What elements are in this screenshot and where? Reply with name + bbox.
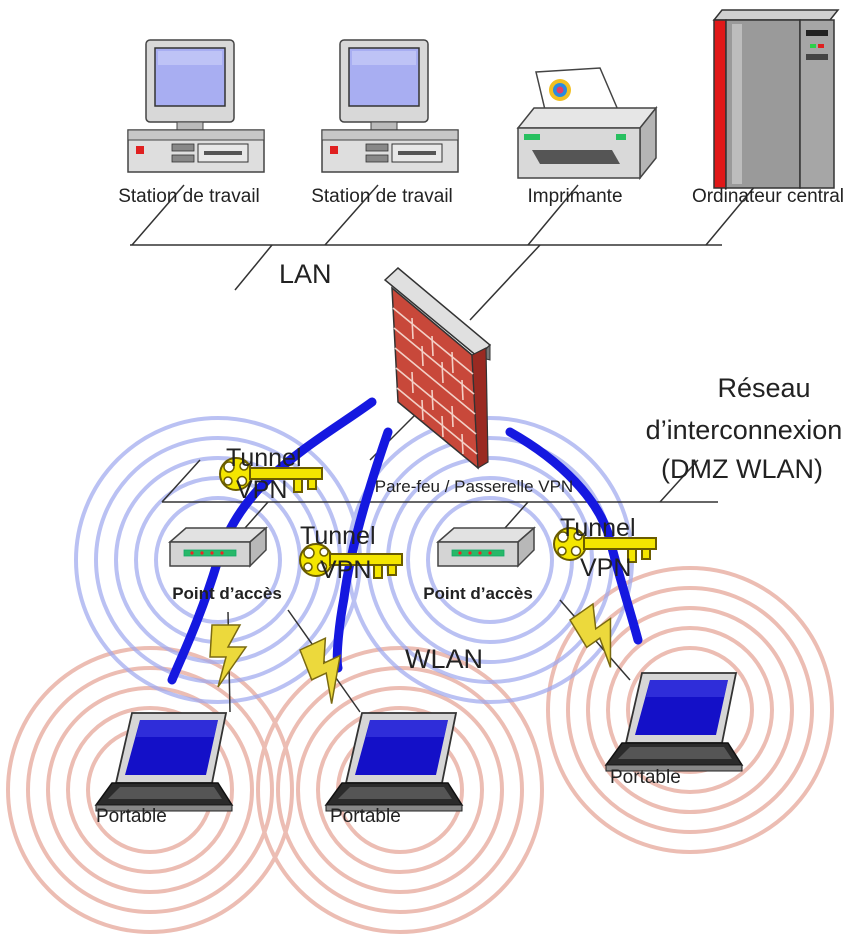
wlan-label: WLAN [405, 644, 483, 674]
access-point-label: Point d’accès [172, 584, 282, 603]
tunnel-label-2-line-2: VPN [320, 556, 371, 584]
workstation-label: Station de travail [118, 186, 260, 207]
access-point-icon [169, 527, 267, 567]
tunnel-label-1-line-1: Tunnel [226, 444, 302, 472]
lightning-icon [209, 624, 247, 688]
firewall [383, 267, 492, 470]
mainframe-label: Ordinateur central [692, 186, 844, 207]
laptop-label: Portable [96, 806, 167, 827]
workstation-icon [321, 39, 459, 173]
access-point-1 [169, 527, 267, 567]
tunnel-label-3-line-1: Tunnel [560, 514, 636, 542]
lan-label: LAN [279, 259, 332, 289]
firewall-icon [383, 267, 492, 470]
dmz-title-line-2: d’interconnexion [646, 415, 843, 445]
tunnel-label-1-line-2: VPN [236, 476, 287, 504]
laptop-1 [95, 712, 233, 812]
access-point-icon [437, 527, 535, 567]
laptop-icon [95, 712, 233, 812]
laptop-icon [605, 672, 743, 772]
tunnel-label-2-line-1: Tunnel [300, 522, 376, 550]
laptop-label: Portable [610, 767, 681, 788]
laptop-3 [605, 672, 743, 772]
lightning-1 [209, 624, 247, 688]
access-point-2 [437, 527, 535, 567]
printer [516, 67, 658, 181]
tunnel-label-3-line-2: VPN [580, 554, 631, 582]
mainframe [712, 9, 840, 189]
workstation-label: Station de travail [311, 186, 453, 207]
printer-label: Imprimante [527, 186, 622, 207]
firewall-label: Pare-feu / Passerelle VPN [375, 477, 573, 496]
mainframe-icon [712, 9, 840, 189]
dmz-title-line-3: (DMZ WLAN) [661, 454, 823, 484]
printer-icon [516, 67, 658, 181]
dmz-title-line-1: Réseau [717, 373, 810, 403]
lan-bus [130, 184, 757, 321]
laptop-label: Portable [330, 806, 401, 827]
workstation-1 [127, 39, 265, 173]
laptop-coverage-rings [6, 566, 834, 934]
workstation-2 [321, 39, 459, 173]
access-point-label: Point d’accès [423, 584, 533, 603]
workstation-icon [127, 39, 265, 173]
